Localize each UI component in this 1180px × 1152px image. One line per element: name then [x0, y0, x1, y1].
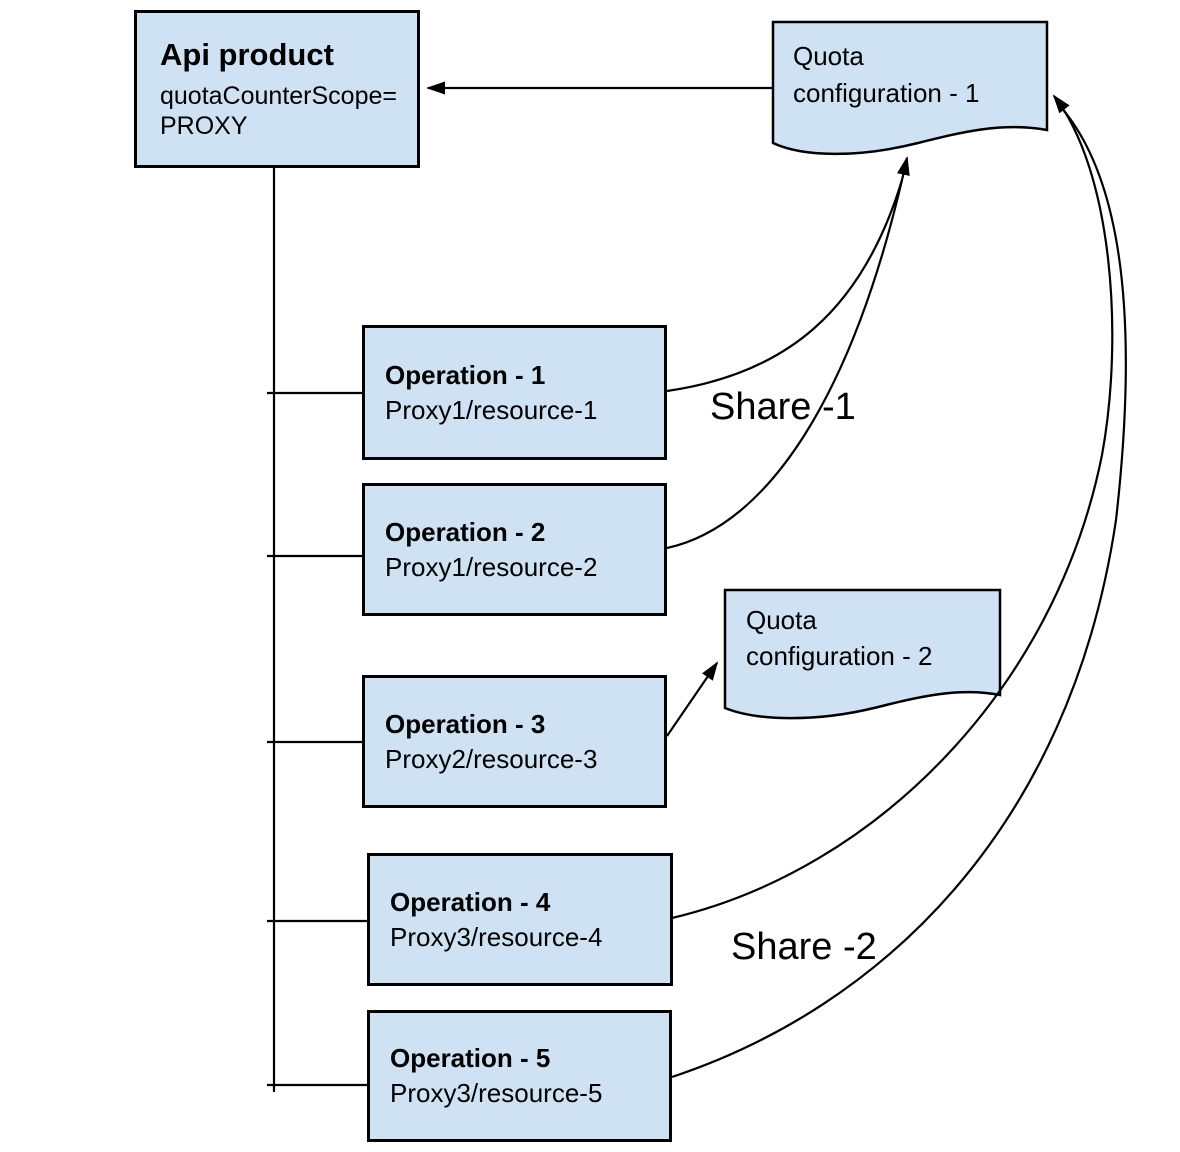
curve-op4-to-quota1	[671, 94, 1114, 920]
quota1-label-line1: Quota	[793, 41, 864, 71]
operation-1-box: Operation - 1 Proxy1/resource-1	[362, 325, 667, 460]
operation-3-subtitle: Proxy2/resource-3	[385, 743, 598, 774]
operation-2-box: Operation - 2 Proxy1/resource-2	[362, 483, 667, 616]
curve-op1-to-quota1	[666, 179, 904, 393]
operation-3-box: Operation - 3 Proxy2/resource-3	[362, 675, 667, 808]
quota1-label: Quota configuration - 1	[793, 38, 979, 112]
api-product-title: Api product	[160, 37, 334, 72]
curve-op5-to-quota1	[671, 105, 1127, 1079]
share-1-label: Share -1	[710, 386, 856, 428]
operation-1-subtitle: Proxy1/resource-1	[385, 394, 598, 425]
api-product-attribute-line2: PROXY	[160, 112, 248, 140]
operation-3-title: Operation - 3	[385, 708, 546, 739]
operation-5-box: Operation - 5 Proxy3/resource-5	[367, 1010, 672, 1142]
api-product-box: Api product quotaCounterScope= PROXY	[134, 10, 420, 168]
operation-5-subtitle: Proxy3/resource-5	[390, 1078, 603, 1108]
arrow-op3-to-quota2	[666, 661, 719, 737]
quota2-label: Quota configuration - 2	[746, 602, 932, 674]
quota2-label-line2: configuration - 2	[746, 641, 933, 671]
operation-5-title: Operation - 5	[390, 1043, 551, 1073]
curve-op2-to-quota1	[666, 156, 910, 550]
operation-4-box: Operation - 4 Proxy3/resource-4	[367, 853, 673, 986]
api-product-attribute-line1: quotaCounterScope=	[160, 82, 397, 110]
quota1-label-line2: configuration - 1	[793, 78, 980, 108]
share-2-label: Share -2	[731, 926, 877, 968]
quota2-label-line1: Quota	[746, 605, 817, 635]
operation-4-title: Operation - 4	[390, 886, 551, 917]
quota1-document-shape	[771, 20, 1049, 156]
operation-2-title: Operation - 2	[385, 516, 546, 547]
operation-1-title: Operation - 1	[385, 359, 546, 390]
operation-2-subtitle: Proxy1/resource-2	[385, 551, 598, 582]
operation-4-subtitle: Proxy3/resource-4	[390, 921, 603, 952]
quota2-document-shape	[723, 588, 1002, 720]
